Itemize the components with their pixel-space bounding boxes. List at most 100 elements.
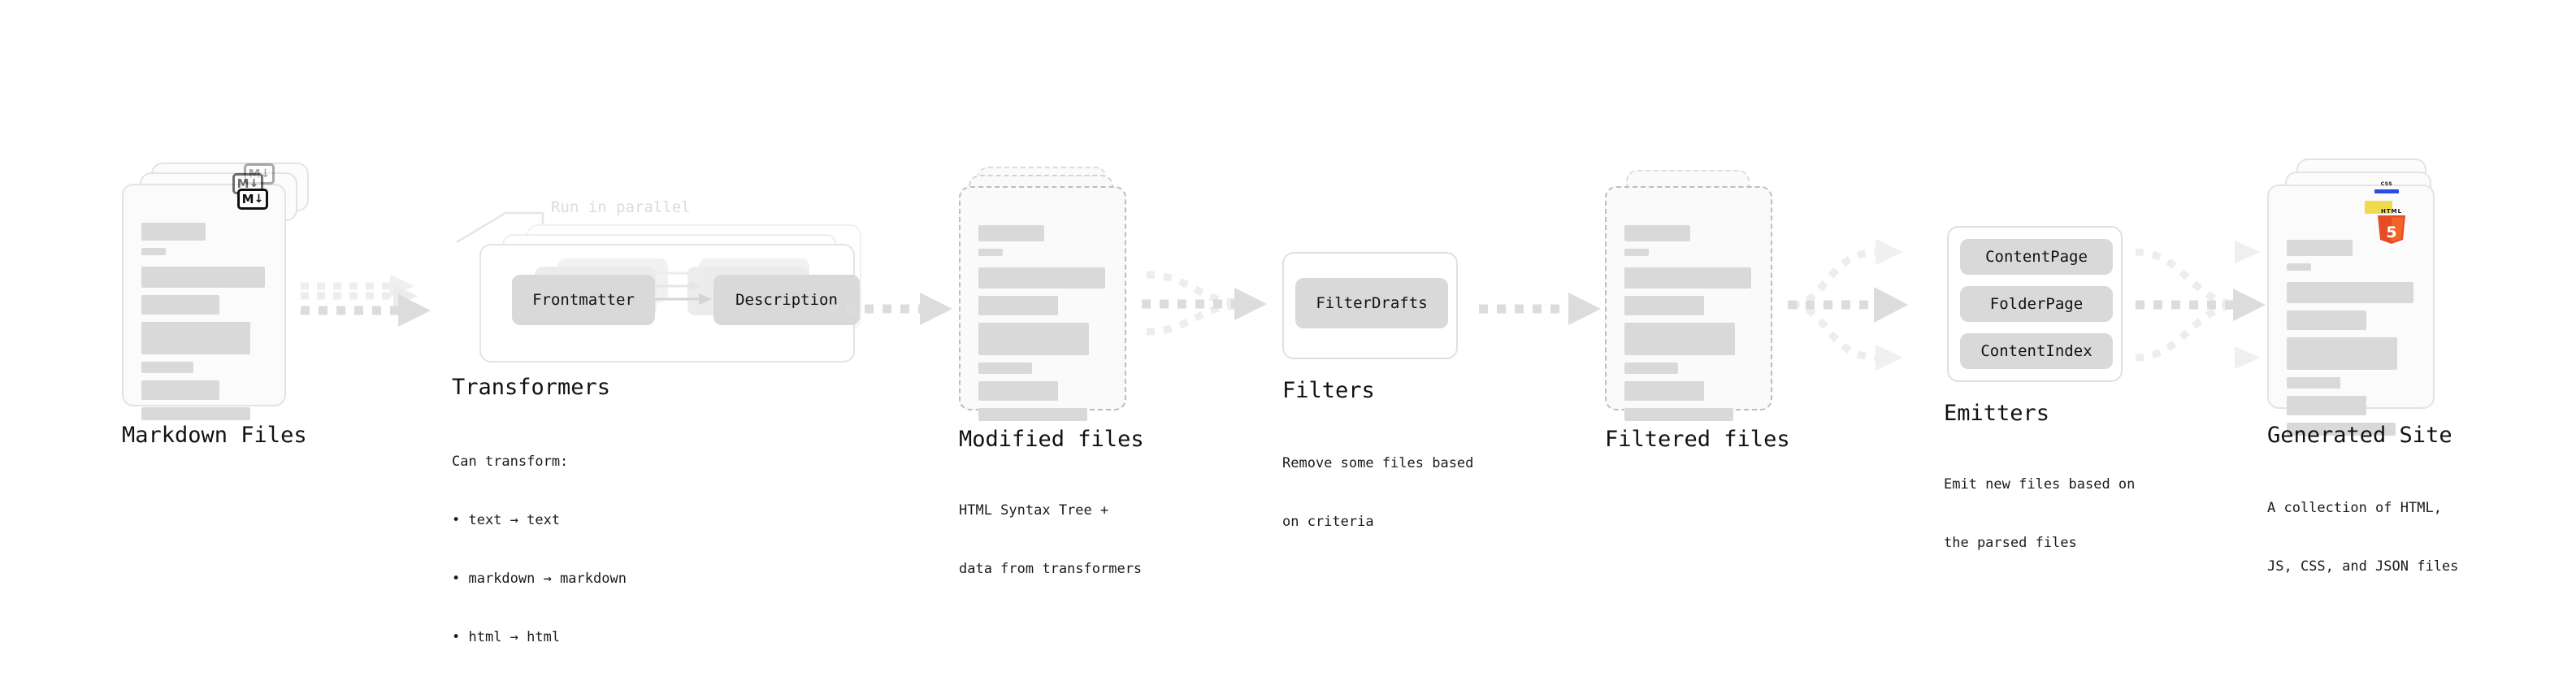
filtered-card-front (1605, 186, 1772, 421)
html5-icon-shield: 5 (2376, 215, 2407, 245)
skeleton-bar (978, 225, 1045, 241)
skeleton-bar (141, 223, 206, 241)
transformer-inner-arrows (655, 268, 712, 305)
stage-subtitle: Remove some files based on criteria (1282, 415, 1473, 571)
stage-title: Filters (1282, 378, 1375, 403)
skeleton-bar (2287, 282, 2413, 303)
subtitle-line: on criteria (1282, 514, 1374, 530)
emitter-pill-contentpage[interactable]: ContentPage (1960, 239, 2113, 275)
skeleton-bar (978, 267, 1105, 289)
subtitle-bullet: • html → html (452, 629, 561, 645)
emitter-pill-folderpage[interactable]: FolderPage (1960, 286, 2113, 322)
stage-title: Modified files (959, 427, 1144, 452)
emitter-pill-contentindex[interactable]: ContentIndex (1960, 333, 2113, 369)
skeleton-bar (141, 295, 219, 315)
skeleton-bar (1624, 408, 1734, 421)
markdown-icon-letter: M (241, 191, 254, 206)
skeleton-bar (978, 408, 1088, 421)
skeleton-bar (2287, 396, 2367, 415)
skeleton-bar (141, 407, 250, 420)
skeleton-bar (1624, 267, 1751, 289)
connector-arrow (1479, 293, 1601, 325)
filter-pill-label: FilterDrafts (1316, 294, 1428, 312)
skeleton-bar (978, 381, 1059, 401)
markdown-card-front (122, 184, 286, 420)
transformer-pill-description[interactable]: Description (713, 275, 860, 325)
connector-arrow (301, 275, 431, 327)
markdown-icon-arrow: ↓ (260, 167, 271, 180)
subtitle-line: Can transform: (452, 454, 569, 470)
stage-title: Transformers (452, 375, 611, 400)
subtitle-line: Emit new files based on (1944, 476, 2136, 493)
transformer-pill-label: Description (735, 291, 838, 309)
skeleton-bar (2287, 310, 2367, 330)
markdown-card-stack: M↓ M↓ M↓ (122, 163, 309, 420)
modified-card-front (959, 186, 1126, 421)
filtered-skeleton (1624, 225, 1751, 428)
skeleton-bar (978, 363, 1032, 374)
subtitle-bullet: • text → text (452, 512, 561, 528)
connector-arrow-fanin (2135, 241, 2266, 369)
stage-subtitle: Can transform: • text → text • markdown … (452, 413, 627, 686)
stage-title: Markdown Files (122, 423, 307, 448)
skeleton-bar (1624, 323, 1735, 355)
subtitle-line: A collection of HTML, (2267, 500, 2442, 516)
stage-transformers: Run in parallel Frontmatter (452, 192, 861, 645)
emitter-pill-label: ContentIndex (1980, 342, 2092, 360)
subtitle-line: HTML Syntax Tree + (959, 502, 1109, 519)
stage-subtitle: HTML Syntax Tree + data from transformer… (959, 462, 1142, 618)
skeleton-bar (1624, 296, 1705, 315)
skeleton-bar (2287, 377, 2340, 389)
skeleton-bar (141, 267, 265, 288)
markdown-skeleton (141, 223, 265, 428)
skeleton-bar (1624, 249, 1649, 256)
transformers-card-stack: Frontmatter Description (455, 192, 861, 363)
skeleton-bar (2287, 240, 2353, 256)
svg-text:5: 5 (2386, 224, 2396, 241)
run-in-parallel-note: Run in parallel (551, 198, 691, 216)
subtitle-line: JS, CSS, and JSON files (2267, 558, 2459, 575)
subtitle-line: data from transformers (959, 561, 1143, 577)
skeleton-bar (141, 362, 193, 373)
css-icon-label: CSS (2380, 181, 2393, 187)
emitters-box: ContentPage FolderPage ContentIndex (1947, 226, 2123, 382)
markdown-icon-arrow: ↓ (254, 193, 264, 206)
skeleton-bar (141, 322, 250, 354)
skeleton-bar (1624, 381, 1705, 401)
skeleton-bar (2287, 423, 2396, 436)
stage-title: Generated Site (2267, 423, 2452, 448)
skeleton-bar (978, 249, 1003, 256)
emitter-pill-label: FolderPage (1989, 295, 2084, 313)
filters-box: FilterDrafts (1282, 252, 1458, 359)
stage-markdown-files: M↓ M↓ M↓ Markdown Files (122, 163, 309, 448)
skeleton-bar (141, 380, 219, 400)
skeleton-bar (1624, 363, 1678, 374)
markdown-icon-letter: M (236, 176, 249, 191)
subtitle-bullet: • markdown → markdown (452, 571, 627, 587)
skeleton-bar (2287, 263, 2311, 271)
stage-filtered-files: Filtered files (1605, 167, 1790, 452)
skeleton-bar (2287, 337, 2397, 370)
html5-icon-label: HTML (2380, 208, 2403, 215)
stage-subtitle: Emit new files based on the parsed files (1944, 436, 2135, 592)
transformer-pill-frontmatter[interactable]: Frontmatter (512, 275, 655, 325)
subtitle-line: Remove some files based (1282, 455, 1474, 471)
bullet-text: html → html (468, 629, 561, 645)
transformer-pill-label: Frontmatter (532, 291, 635, 309)
bullet-text: markdown → markdown (468, 571, 627, 587)
filtered-card-stack (1605, 167, 1776, 421)
connector-arrow-merge (1142, 271, 1267, 336)
connector-arrow (829, 293, 952, 325)
generated-skeleton (2287, 240, 2413, 443)
generated-card-front (2267, 185, 2435, 436)
subtitle-line: the parsed files (1944, 535, 2077, 551)
generated-card-stack: CSS HTML 5 (2267, 158, 2454, 436)
filter-pill-filterdrafts[interactable]: FilterDrafts (1295, 278, 1448, 328)
markdown-icon-arrow: ↓ (249, 177, 259, 190)
skeleton-bar (978, 296, 1059, 315)
js-icon (2365, 201, 2392, 214)
stage-title: Emitters (1944, 401, 2050, 426)
emitter-pill-label: ContentPage (1985, 248, 2088, 266)
skeleton-bar (1624, 225, 1691, 241)
